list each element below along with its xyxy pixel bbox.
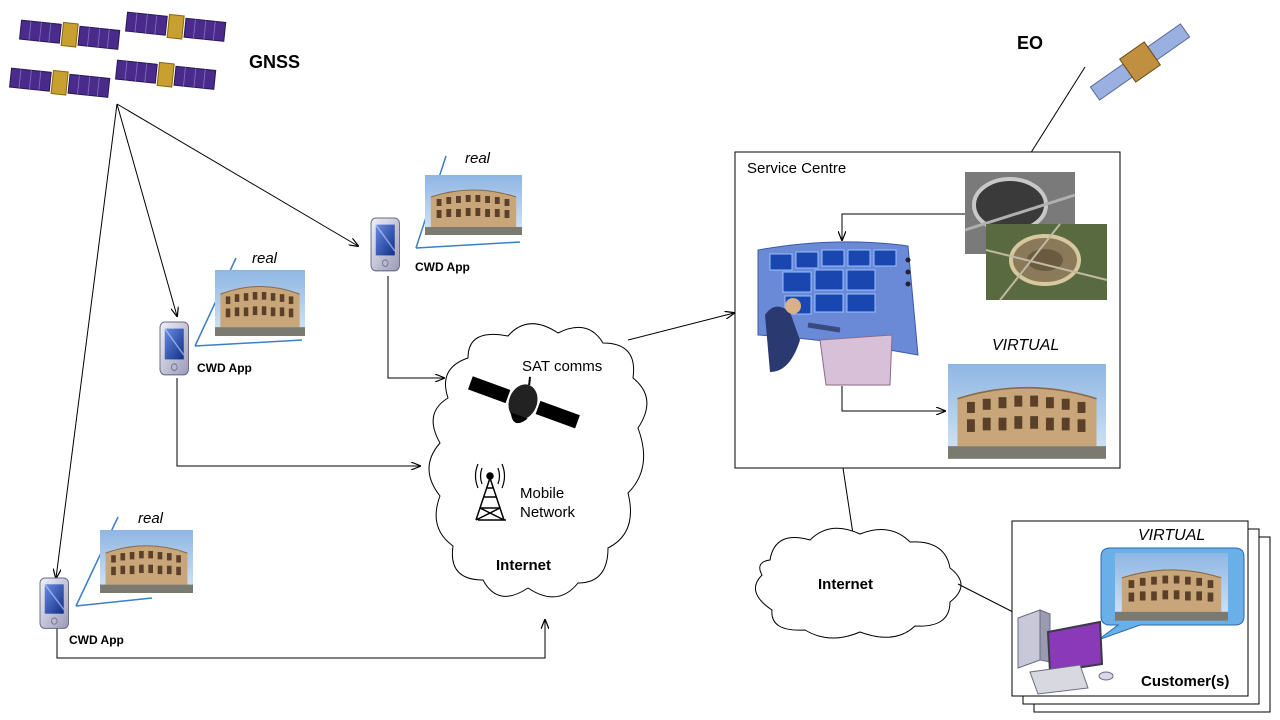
sat-comms-satellite-icon — [467, 376, 580, 429]
device-2-photo — [194, 257, 306, 347]
gnss-satellites-icon — [8, 9, 227, 100]
service-to-internet-line — [842, 467, 854, 535]
virtual-colosseum-image — [947, 363, 1107, 460]
device-2-phone-icon — [159, 321, 190, 376]
internet-cloud — [754, 527, 962, 639]
device-1-app-label: CWD App — [415, 260, 470, 274]
customer-virtual-bubble — [1097, 547, 1245, 641]
mobile-tower-icon — [474, 463, 506, 521]
internet2-label: Internet — [818, 576, 874, 593]
mobile-network-label: Mobile Network — [520, 485, 576, 521]
device-2-real-label: real — [252, 250, 278, 267]
eo-satellite-icon — [1089, 23, 1191, 101]
device-1-phone-icon — [370, 217, 401, 272]
device-3-phone-icon — [39, 577, 70, 630]
customers-label: Customer(s) — [1141, 673, 1230, 690]
eo-image-colour — [985, 223, 1108, 301]
sat-comms-label: SAT comms — [522, 358, 603, 375]
internet-to-customer-line — [957, 583, 1014, 613]
device-1-real-label: real — [465, 150, 491, 167]
gnss-label: GNSS — [249, 52, 301, 72]
internet-label: Internet — [496, 557, 552, 574]
eo-label: EO — [1017, 33, 1044, 53]
device-3-photo — [75, 516, 194, 607]
virtual-label: VIRTUAL — [992, 337, 1060, 354]
device-2-app-label: CWD App — [197, 361, 252, 375]
customer-virtual-label: VIRTUAL — [1138, 527, 1206, 544]
gnss-signal-lines — [56, 103, 358, 578]
device-3-real-label: real — [138, 510, 164, 527]
control-centre-icon — [757, 241, 919, 386]
customer-computer-icon — [1017, 609, 1114, 695]
device-1-photo — [415, 155, 523, 249]
service-centre-flow-lines — [842, 213, 965, 411]
device-3-app-label: CWD App — [69, 633, 124, 647]
cloud-to-service-line — [627, 313, 734, 341]
service-centre-label: Service Centre — [747, 160, 847, 177]
device-connection-lines — [56, 276, 545, 659]
